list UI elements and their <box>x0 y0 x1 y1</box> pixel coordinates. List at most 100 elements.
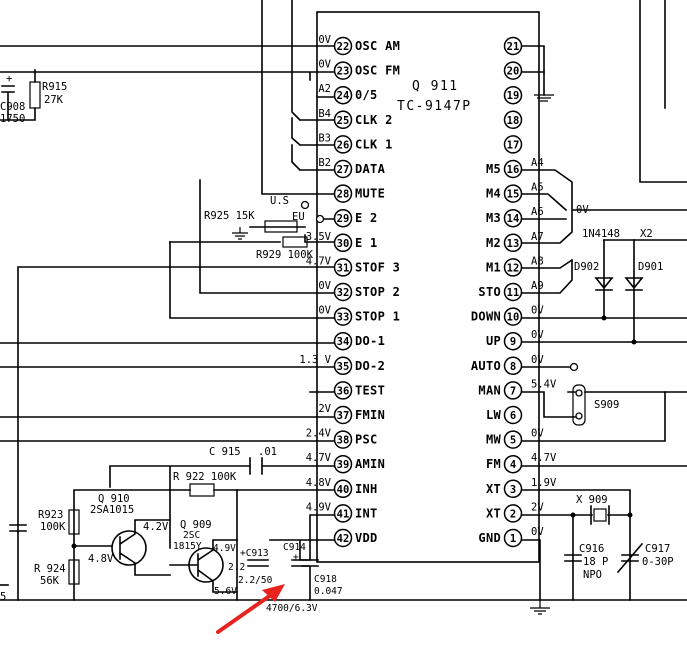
r924-value: 56K <box>40 575 60 587</box>
pin-circle <box>333 528 353 548</box>
pin-voltage: A2 <box>318 83 331 95</box>
pin-circle <box>333 61 353 80</box>
wire-man <box>521 391 576 418</box>
ground-top-right <box>534 94 554 102</box>
pin-number: 10 <box>507 312 520 324</box>
pin-label: DOWN <box>471 310 501 324</box>
cap-left <box>9 524 27 601</box>
pin-voltage: 4.7V <box>306 452 332 464</box>
pin-voltage: 0V <box>531 305 544 317</box>
c916-plates <box>564 554 582 562</box>
pin-circle <box>503 282 523 302</box>
pin-circle <box>333 159 353 179</box>
pin-label: DO-1 <box>355 334 385 348</box>
pin-label: XT <box>486 482 501 496</box>
pin-circle <box>333 135 353 154</box>
pin-voltage: 4.7V <box>306 255 332 267</box>
auto-contact <box>569 362 579 372</box>
pin-circle <box>333 307 353 326</box>
pin-label: STOP 1 <box>355 310 400 324</box>
pin-label: INT <box>355 506 378 520</box>
switch-eu-contact <box>315 214 325 224</box>
r922-body <box>189 483 215 497</box>
pin-number: 26 <box>337 139 350 151</box>
ic-ref: Q 911 <box>412 79 459 94</box>
pin-voltage: B3 <box>318 132 331 144</box>
s909-contact-2 <box>575 412 583 420</box>
pin-circle <box>333 208 353 228</box>
q909-collector-v: 4.9V <box>213 543 236 554</box>
pin-number: 39 <box>337 459 350 471</box>
pin-circle <box>503 233 523 253</box>
r924-label: R 924 <box>34 563 66 575</box>
pin-number: 13 <box>507 238 520 250</box>
pin-circle <box>503 454 523 474</box>
wire-e1 <box>169 234 335 243</box>
ic-pin-21: 21 <box>503 36 523 56</box>
q910-base-v: 4.8V <box>88 553 114 565</box>
c913-plates <box>247 559 269 567</box>
pin-label: M2 <box>486 236 501 250</box>
pin-circle <box>503 528 523 548</box>
pin-voltage: 1.9V <box>531 477 557 489</box>
crystal-plates <box>590 505 610 525</box>
pin-number: 30 <box>337 238 350 250</box>
pin-circle <box>503 430 523 449</box>
pin-label: MAN <box>478 383 501 397</box>
pin-number: 9 <box>510 336 516 348</box>
pin-circle <box>333 331 353 351</box>
switch-us-contact <box>300 200 310 210</box>
pin-label: STO <box>478 285 501 299</box>
c915-value: .01 <box>258 446 277 458</box>
pin-circle <box>503 184 523 203</box>
r923-value: 100K <box>40 521 66 533</box>
c918-plates <box>301 559 319 601</box>
pin-circle <box>333 454 353 474</box>
pin-number: 35 <box>337 361 350 373</box>
c917-trimmer <box>616 542 644 574</box>
wire-r915 <box>0 69 36 121</box>
pin-label: E 1 <box>355 236 378 250</box>
pin-circle <box>333 479 353 499</box>
pin-number: 27 <box>337 164 350 176</box>
pin-number: 29 <box>337 213 350 225</box>
pin-number: 24 <box>337 90 350 102</box>
pin-circle <box>503 159 523 179</box>
pin-label: DO-2 <box>355 359 385 373</box>
pin-label: GND <box>478 531 501 545</box>
pin-voltage: 0V <box>318 59 331 71</box>
pin-circle <box>333 110 353 130</box>
pin-number: 28 <box>337 189 350 201</box>
q910-part: 2SA1015 <box>90 504 134 516</box>
wire-pin21 <box>521 45 545 96</box>
pin-label: FM <box>486 457 501 471</box>
q910-transistor <box>111 530 147 566</box>
d901-label: D901 <box>638 261 663 273</box>
d902-label: D902 <box>574 261 599 273</box>
pin-number: 7 <box>510 385 516 397</box>
pin-number: 8 <box>510 361 516 373</box>
s909-contact-1 <box>575 389 583 397</box>
c914-plus: + <box>293 552 299 563</box>
pin-circle <box>333 184 353 203</box>
wire-mw <box>521 391 666 442</box>
ov-matrix: 0V <box>576 204 589 216</box>
c916-value: 18 P <box>583 556 608 568</box>
node-q910-base <box>71 543 77 549</box>
pin-circle <box>503 208 523 228</box>
pin-voltage: A6 <box>531 206 544 218</box>
left-edge-label: 5 <box>0 591 6 603</box>
pin-number: 14 <box>507 213 520 225</box>
pin-voltage: 3.5V <box>306 231 332 243</box>
pin-voltage: A8 <box>531 255 544 267</box>
crystal-x909 <box>593 508 607 522</box>
pin-circle <box>333 258 353 277</box>
pin-number: 42 <box>337 533 350 545</box>
